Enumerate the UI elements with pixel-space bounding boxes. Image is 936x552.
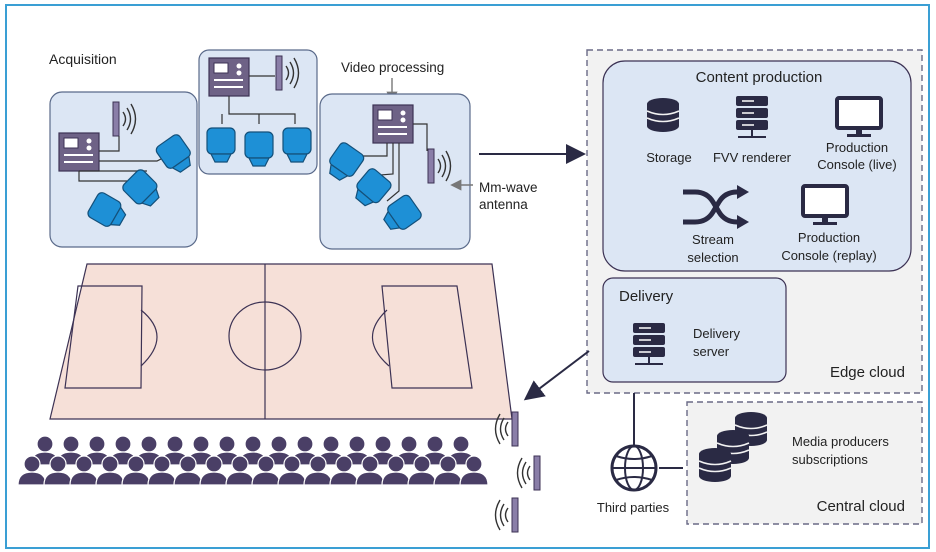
processing-unit-left xyxy=(58,132,100,172)
stream-selection-label-line2: selection xyxy=(687,250,738,265)
delivery-to-audience-arrow xyxy=(523,350,590,401)
antenna-audience-2 xyxy=(516,455,541,491)
mmwave-label-line1: Mm-wave xyxy=(479,180,538,195)
architecture-diagram: Acquisition Video processing Mm-wave ant… xyxy=(17,49,923,533)
content-production-box xyxy=(602,60,912,272)
media-producers-label-line1: Media producers xyxy=(792,434,889,449)
antenna-audience-3 xyxy=(494,497,519,533)
storage-icon xyxy=(646,97,680,133)
central-cloud-panel xyxy=(686,401,923,525)
third-parties-label: Third parties xyxy=(597,500,670,515)
production-console-replay-label-line1: Production xyxy=(798,230,860,245)
content-production-title: Content production xyxy=(696,69,823,86)
globe-icon xyxy=(610,444,658,492)
production-console-replay-label-line2: Console (replay) xyxy=(781,248,876,263)
video-processing-label: Video processing xyxy=(341,60,444,75)
acquisition-label: Acquisition xyxy=(49,51,117,67)
edge-cloud-label: Edge cloud xyxy=(830,364,905,381)
production-console-live-label-line2: Console (live) xyxy=(817,157,896,172)
central-cloud-label: Central cloud xyxy=(817,498,905,515)
production-console-live-label-line1: Production xyxy=(826,140,888,155)
delivery-server-label-line1: Delivery xyxy=(693,326,740,341)
media-producers-label-line2: subscriptions xyxy=(792,452,868,467)
processing-unit-center xyxy=(208,57,250,97)
stream-selection-label-line1: Stream xyxy=(692,232,734,247)
fvv-renderer-label: FVV renderer xyxy=(713,150,792,165)
mmwave-label-line2: antenna xyxy=(479,197,528,212)
stream-selection-icon xyxy=(683,185,749,229)
football-field xyxy=(49,263,513,420)
figure-frame: Acquisition Video processing Mm-wave ant… xyxy=(5,4,930,549)
delivery-server-label-line2: server xyxy=(693,344,730,359)
camera-cluster-left xyxy=(49,91,198,248)
camera-cluster-right xyxy=(319,93,471,250)
audience xyxy=(17,435,489,486)
delivery-title: Delivery xyxy=(619,288,674,305)
storage-label: Storage xyxy=(646,150,692,165)
processing-unit-right xyxy=(372,104,414,144)
